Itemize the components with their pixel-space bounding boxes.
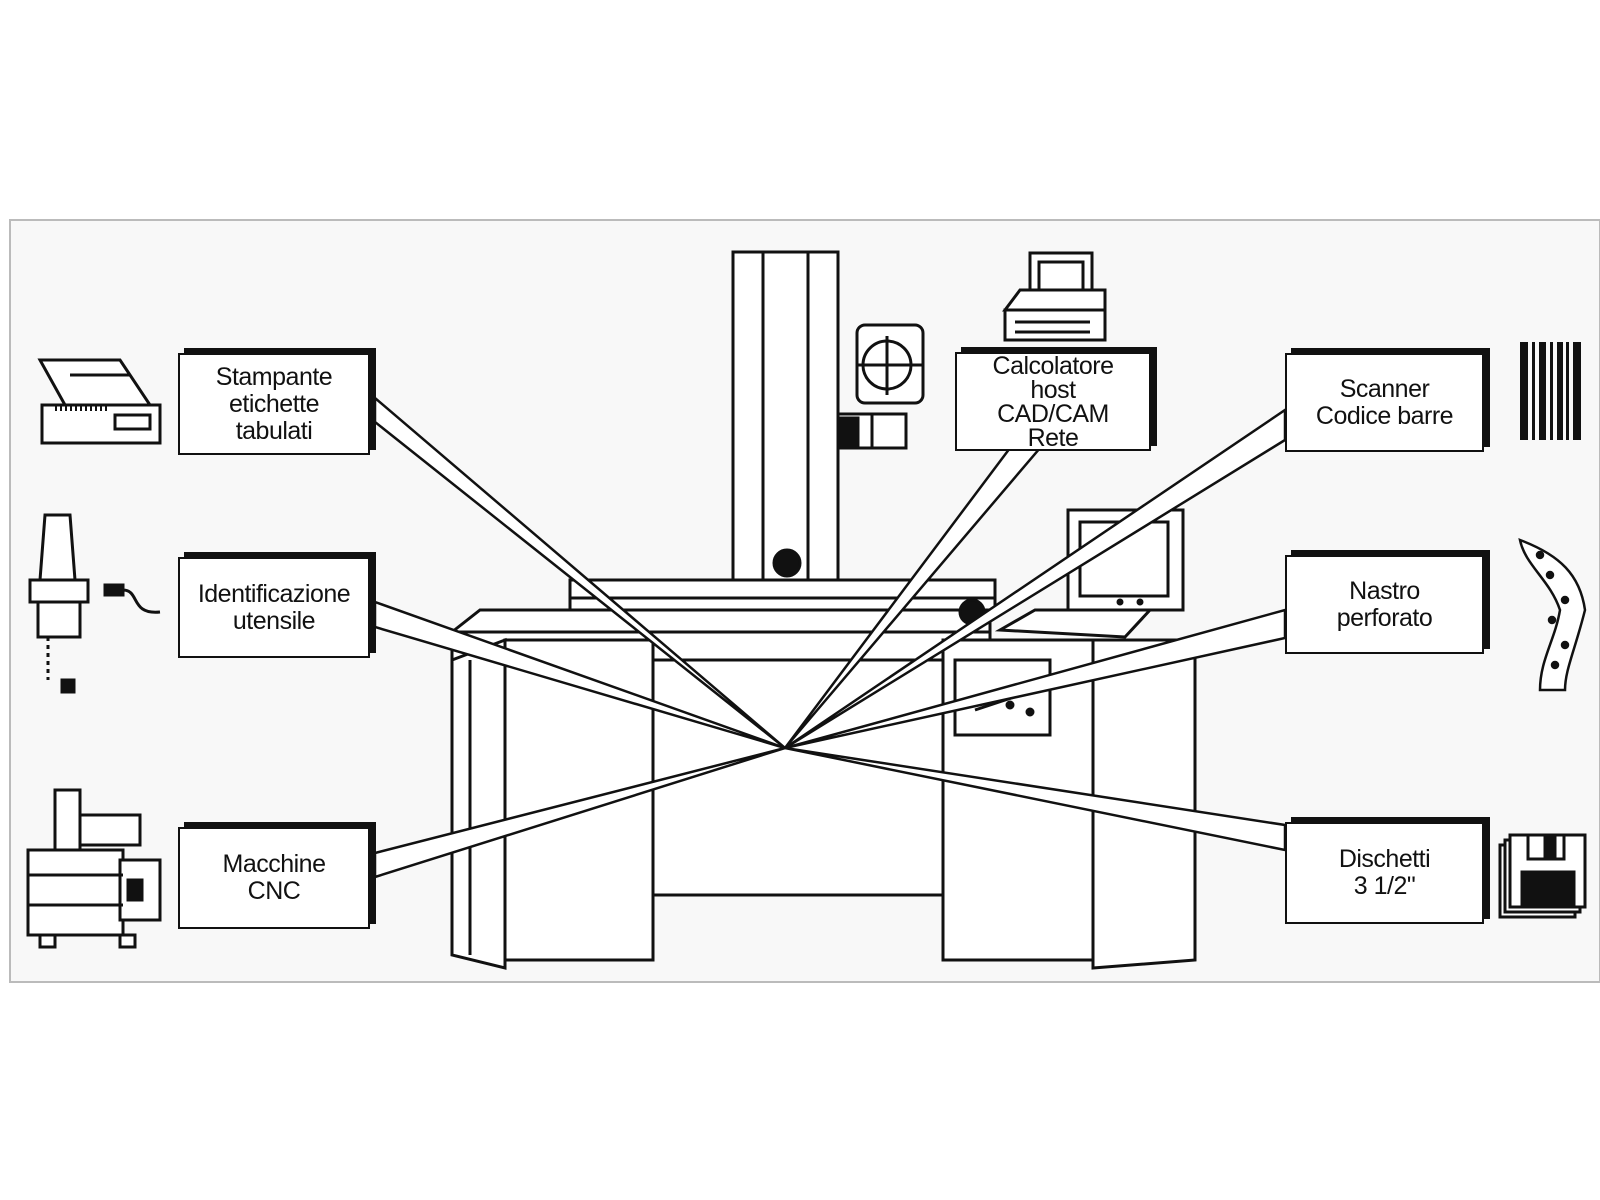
label-cnc-line2: CNC xyxy=(247,877,301,905)
label-floppy: Dischetti 3 1/2" xyxy=(1285,822,1484,924)
ray-tool-id xyxy=(373,600,786,750)
label-scanner-line2: Codice barre xyxy=(1315,401,1454,430)
printer-icon xyxy=(37,358,162,445)
label-scanner-line1: Scanner xyxy=(1339,374,1430,403)
punched-tape-icon xyxy=(1518,538,1587,692)
label-host-line2: host xyxy=(1030,375,1076,404)
ray-cnc xyxy=(373,746,786,879)
label-scanner: Scanner Codice barre xyxy=(1285,353,1484,452)
label-floppy-line2: 3 1/2" xyxy=(1353,872,1416,900)
label-tape-line1: Nastro xyxy=(1349,576,1420,605)
label-floppy-line1: Dischetti xyxy=(1338,845,1431,873)
label-tool-id-line2: utensile xyxy=(232,606,316,635)
floppy-disk-icon xyxy=(1498,833,1587,919)
ray-printer xyxy=(373,395,786,749)
label-cnc: Macchine CNC xyxy=(178,827,370,929)
connection-rays xyxy=(373,395,1287,879)
label-printer-line1: Stampante xyxy=(215,362,333,391)
label-cnc-line1: Macchine xyxy=(222,850,327,878)
barcode-icon xyxy=(1520,342,1581,440)
label-tape: Nastro perforato xyxy=(1285,555,1484,654)
label-host-line4: Rete xyxy=(1027,423,1079,452)
label-printer-line2: etichette xyxy=(228,389,320,418)
cnc-machine-icon xyxy=(26,788,162,949)
tool-holder-icon xyxy=(28,513,161,694)
label-host-line1: Calcolatore xyxy=(992,351,1114,380)
label-host-line3: CAD/CAM xyxy=(997,399,1109,428)
label-tool-id-line1: Identificazione xyxy=(197,579,351,608)
label-printer: Stampante etichette tabulati xyxy=(178,353,370,455)
computer-icon xyxy=(1002,251,1107,342)
label-tool-id: Identificazione utensile xyxy=(178,557,370,658)
label-tape-line2: perforato xyxy=(1336,603,1433,632)
label-host: Calcolatore host CAD/CAM Rete xyxy=(955,352,1151,451)
label-printer-line3: tabulati xyxy=(235,416,313,445)
